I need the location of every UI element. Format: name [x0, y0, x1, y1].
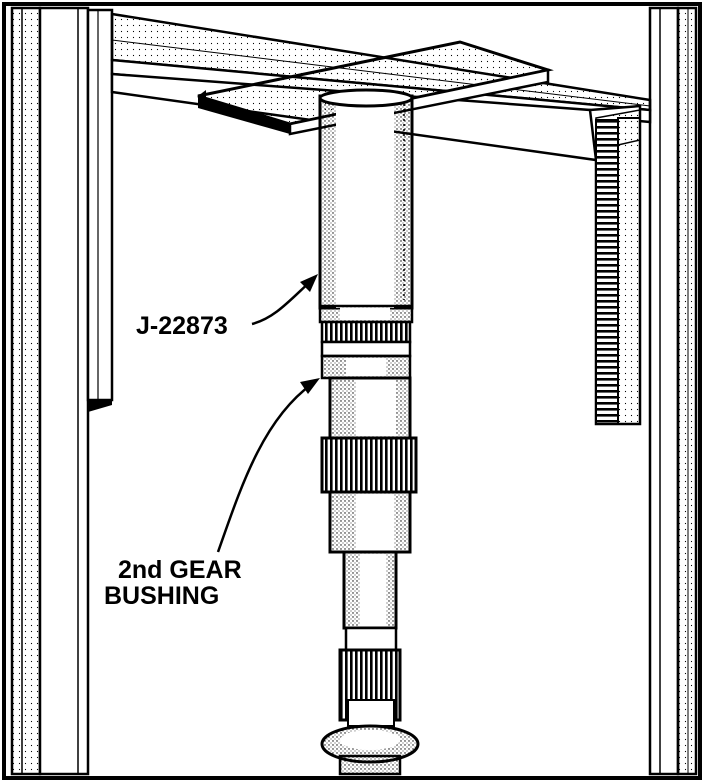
j22873-tool	[318, 88, 414, 310]
output-shaft	[320, 376, 420, 776]
leader-tool	[251, 274, 318, 326]
press-frame-left-post	[10, 6, 114, 776]
label-part-line2: BUSHING	[104, 582, 219, 610]
label-tool-number: J-22873	[136, 312, 228, 340]
leader-bushing	[216, 378, 320, 553]
gear-bushing	[318, 304, 414, 380]
press-frame-right-post	[648, 6, 698, 776]
label-part-line1: 2nd GEAR	[118, 556, 242, 584]
